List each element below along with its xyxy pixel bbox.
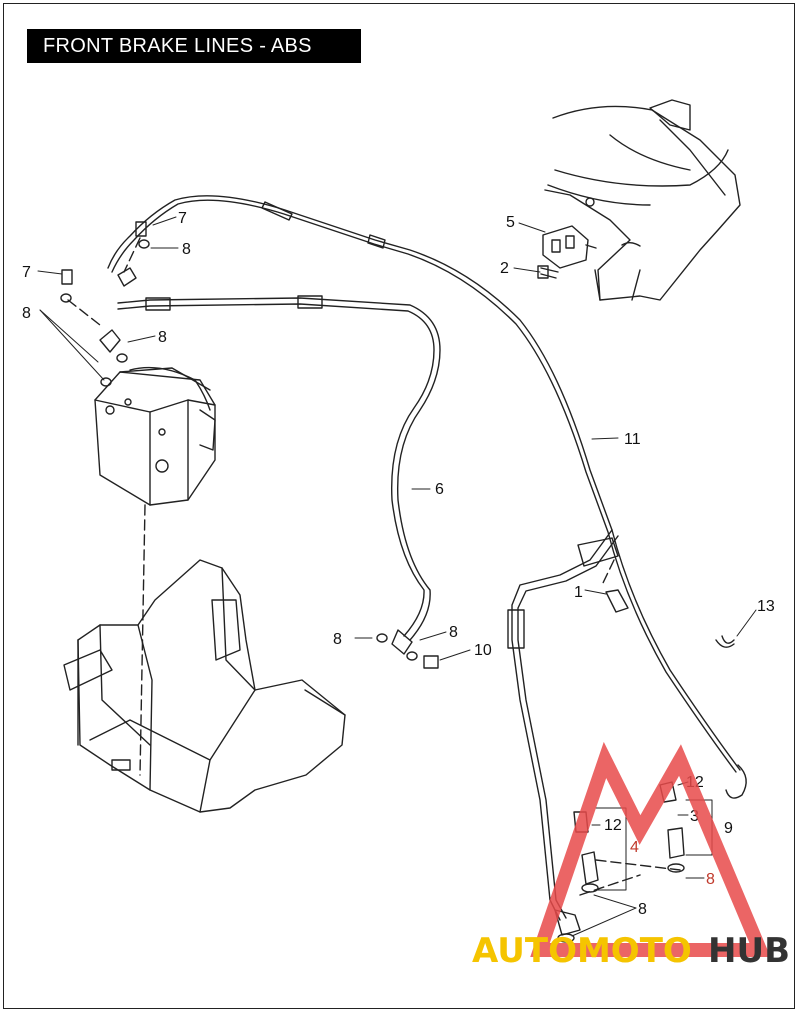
abs-mounting-tray [63,559,346,813]
lower-brake-line [507,529,619,936]
steering-head-frame [544,99,741,301]
callout-7-left: 7 [22,264,31,281]
watermark-text-automoto: AUTOMOTO [472,931,692,971]
callout-8-top: 8 [182,241,191,258]
callout-8-abs: 8 [158,329,167,346]
callout-12-left: 12 [604,817,622,834]
diagram-title: FRONT BRAKE LINES - ABS [27,29,361,63]
diagram-frame [3,3,795,1009]
callout-8-mid-right: 8 [449,624,458,641]
callout-11: 11 [624,431,641,448]
washers-and-bolt-10 [60,239,439,669]
callout-10: 10 [474,642,492,659]
callout-4: 4 [630,839,639,856]
callout-5: 5 [506,214,515,231]
abs-module [94,366,216,506]
callout-1: 1 [574,584,583,601]
callout-8-bottom-right: 8 [706,871,715,888]
brake-line-bracket [537,225,597,279]
bolt-1 [605,589,629,613]
watermark-logo [530,741,771,957]
callout-6: 6 [435,481,444,498]
callout-13: 13 [757,598,775,615]
abs-fittings [61,221,147,353]
callout-8-mid-left: 8 [333,631,342,648]
callout-7-top: 7 [178,210,187,227]
brake-line-11 [107,195,747,799]
callout-8-bottom: 8 [638,901,647,918]
callout-8-left: 8 [22,305,31,322]
callout-9: 9 [724,820,733,837]
callout-2: 2 [500,260,509,277]
watermark-text-hub: HUB [708,931,790,971]
callout-3: 3 [690,808,699,825]
clip-13 [715,635,735,648]
brake-line-6 [117,295,441,655]
